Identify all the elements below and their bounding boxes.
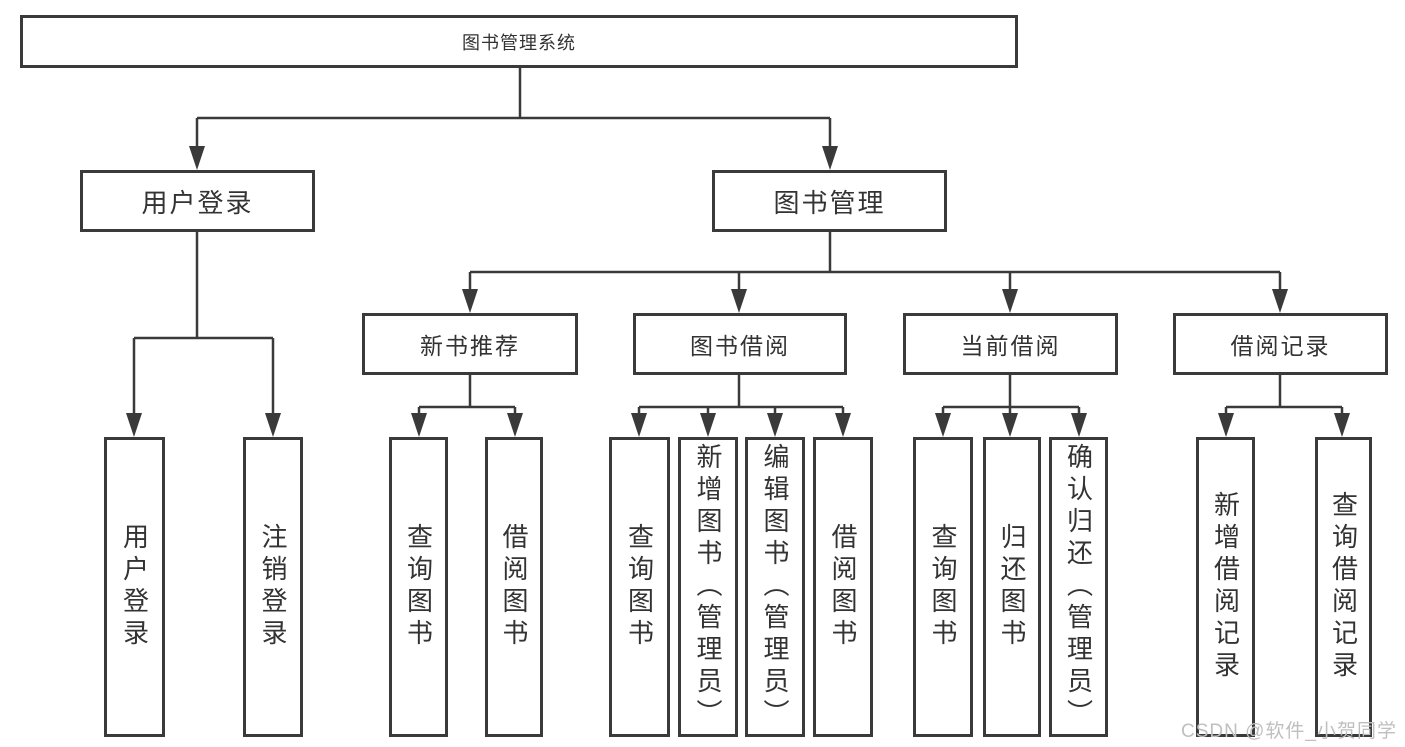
node-library-system: 图书管理系统 — [20, 15, 1018, 68]
node-new-book-recommend: 新书推荐 — [362, 313, 578, 375]
leaf-borrow-books-recommend-label: 借阅图书 — [499, 523, 529, 651]
leaf-add-borrow-record-label: 新增借阅记录 — [1210, 491, 1241, 683]
leaf-query-borrow-record-label: 查询借阅记录 — [1328, 491, 1359, 683]
leaf-borrow-books: 借阅图书 — [813, 437, 873, 737]
leaf-query-books-borrow-label: 查询图书 — [624, 523, 655, 651]
connector-strokes — [132, 68, 1344, 419]
node-borrow-records: 借阅记录 — [1173, 313, 1388, 375]
watermark: CSDN @软件_小贺同学 — [1181, 721, 1397, 742]
leaf-query-books-borrow: 查询图书 — [609, 437, 670, 737]
node-user-login-label: 用户登录 — [141, 187, 254, 218]
leaf-add-book-admin: 新增图书（管理员） — [678, 437, 738, 737]
node-book-management: 图书管理 — [712, 170, 947, 232]
leaf-borrow-books-recommend: 借阅图书 — [485, 437, 543, 737]
leaf-return-book-label: 归还图书 — [997, 523, 1027, 651]
leaf-user-login-label: 用户登录 — [119, 523, 150, 651]
leaf-borrow-books-label: 借阅图书 — [828, 523, 858, 651]
node-new-book-recommend-label: 新书推荐 — [420, 333, 520, 359]
node-book-borrow-label: 图书借阅 — [690, 333, 790, 359]
leaf-add-borrow-record: 新增借阅记录 — [1196, 437, 1255, 737]
leaf-add-book-admin-label: 新增图书（管理员） — [693, 443, 723, 731]
leaf-confirm-return-admin: 确认归还（管理员） — [1049, 437, 1108, 737]
node-borrow-records-label: 借阅记录 — [1230, 333, 1331, 359]
node-current-borrow: 当前借阅 — [903, 313, 1118, 375]
leaf-user-login: 用户登录 — [104, 437, 165, 737]
node-book-management-label: 图书管理 — [773, 187, 886, 218]
node-book-borrow: 图书借阅 — [633, 313, 847, 375]
node-library-system-label: 图书管理系统 — [462, 32, 576, 53]
leaf-return-book: 归还图书 — [983, 437, 1041, 737]
node-current-borrow-label: 当前借阅 — [960, 333, 1061, 359]
leaf-edit-book-admin: 编辑图书（管理员） — [745, 437, 805, 737]
leaf-query-books-recommend: 查询图书 — [389, 437, 448, 737]
leaf-confirm-return-admin-label: 确认归还（管理员） — [1063, 443, 1094, 731]
leaf-logout-label: 注销登录 — [258, 523, 288, 651]
leaf-query-books-current: 查询图书 — [913, 437, 973, 737]
arrowheads — [126, 146, 1350, 437]
leaf-query-borrow-record: 查询借阅记录 — [1315, 437, 1372, 737]
node-user-login: 用户登录 — [80, 170, 315, 232]
leaf-edit-book-admin-label: 编辑图书（管理员） — [760, 443, 790, 731]
leaf-query-books-current-label: 查询图书 — [928, 523, 958, 651]
leaf-query-books-recommend-label: 查询图书 — [403, 523, 434, 651]
leaf-logout: 注销登录 — [243, 437, 303, 737]
